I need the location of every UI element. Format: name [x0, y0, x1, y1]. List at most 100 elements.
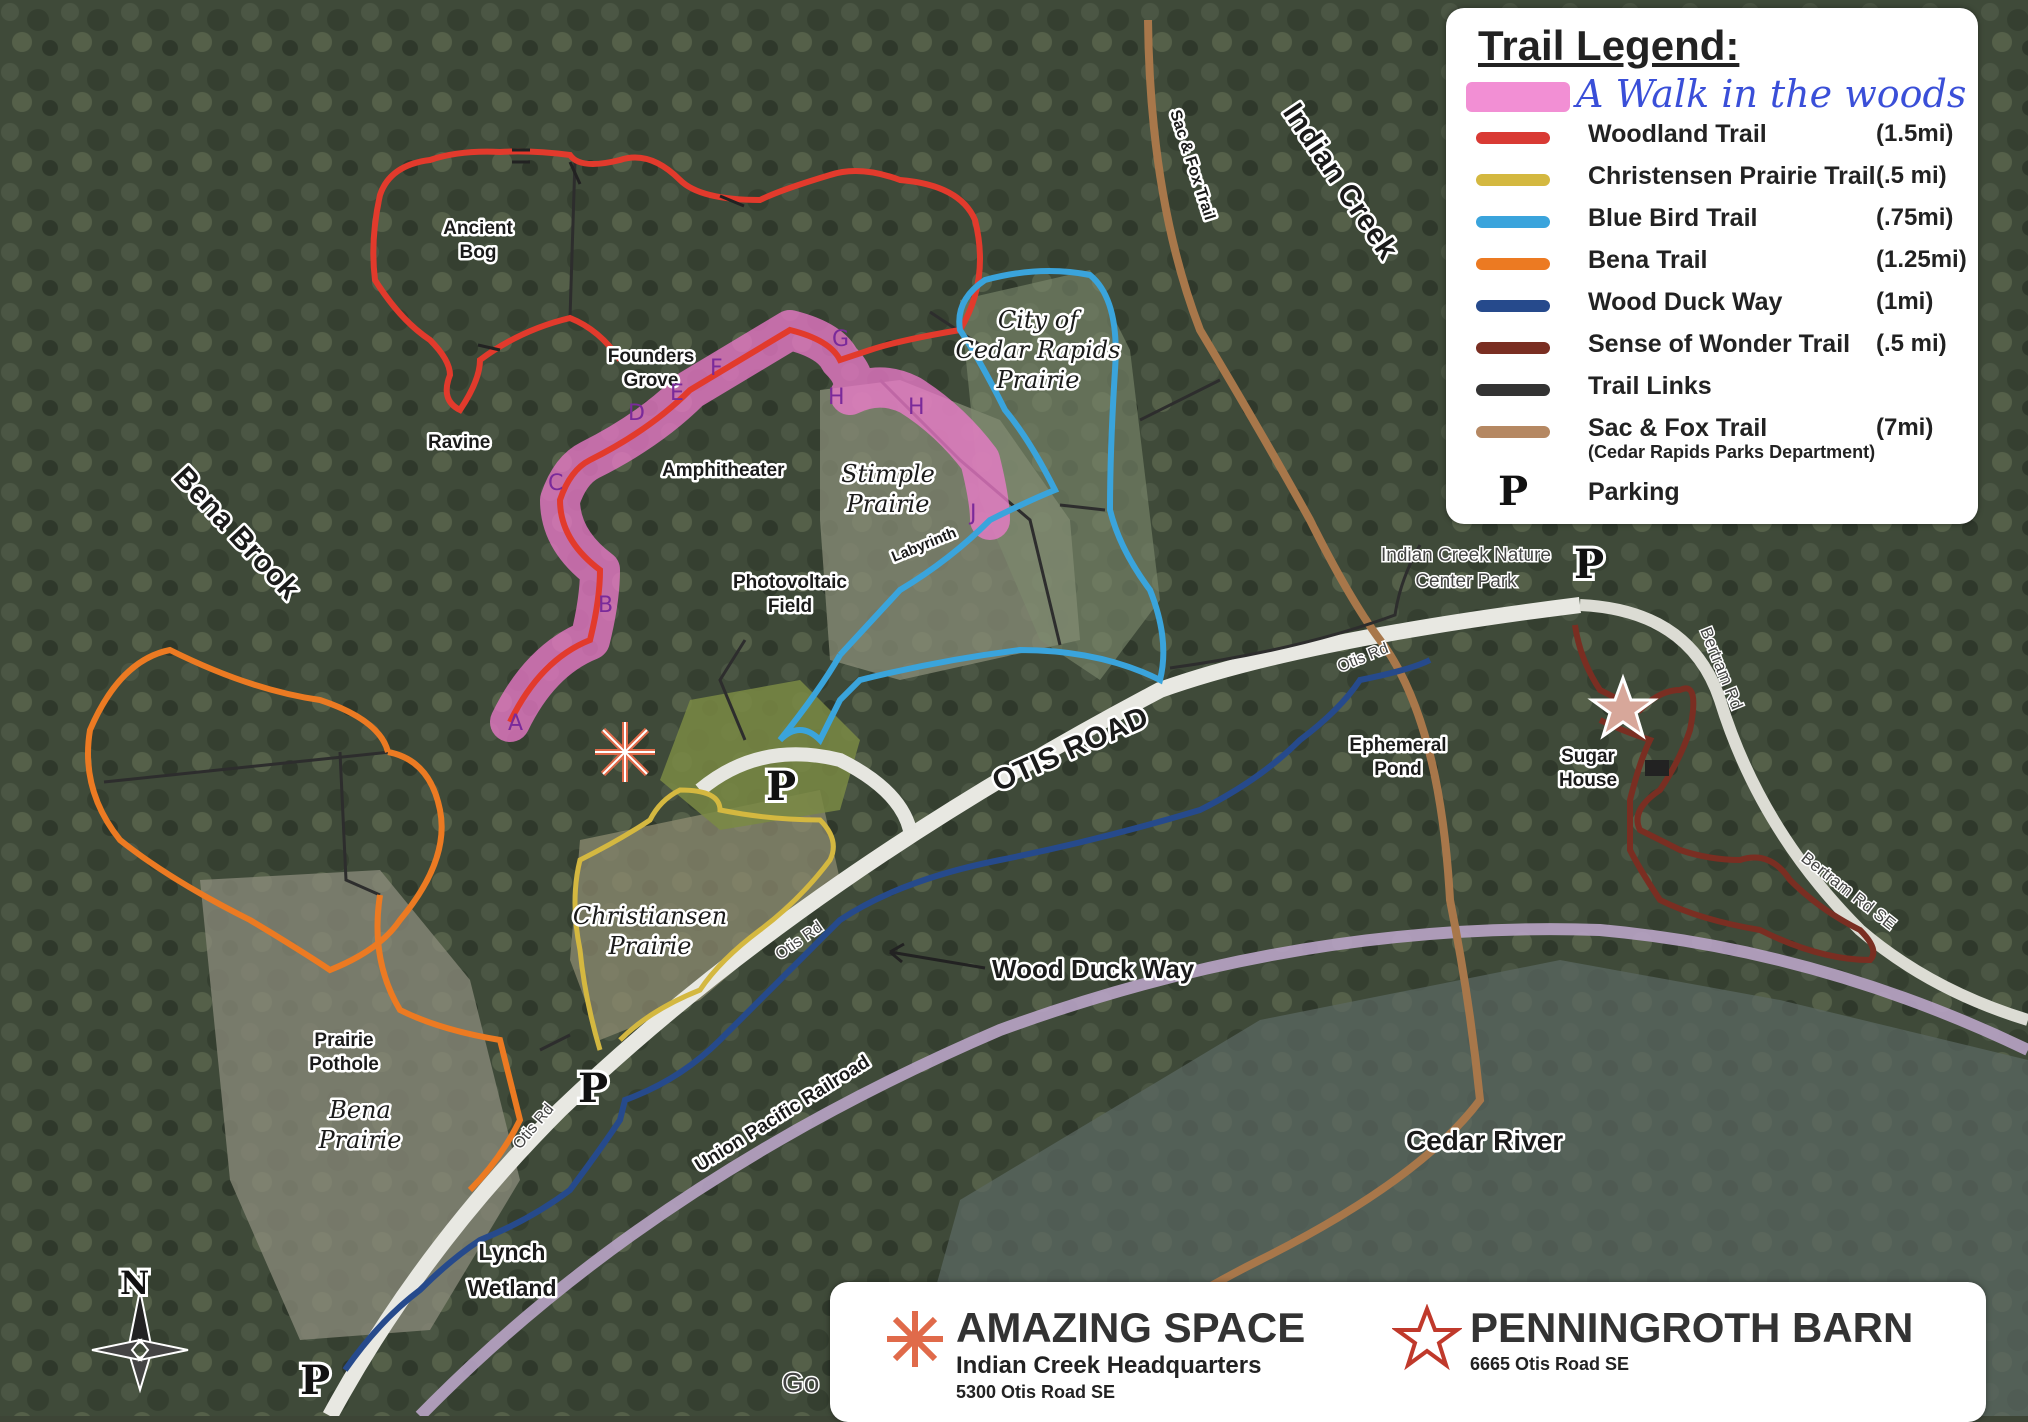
- legend-trail-name: Christensen Prairie Trail: [1588, 162, 1876, 190]
- walk-label: A Walk in the woods: [1576, 72, 1967, 116]
- trail-legend: Trail Legend: A Walk in the woods Woodla…: [1446, 8, 1978, 524]
- legend-row: Sense of Wonder Trail (.5 mi): [1476, 328, 1976, 368]
- legend-row: Wood Duck Way (1mi): [1476, 286, 1976, 326]
- parking-loop-road: [695, 747, 917, 832]
- christensen-trail-path: [572, 787, 836, 1051]
- penningroth-barn-icon: [1392, 1304, 1462, 1371]
- svg-text:H: H: [908, 395, 925, 420]
- legend-trail-name: Blue Bird Trail: [1588, 204, 1758, 232]
- legend-trail-distance: (1.25mi): [1876, 246, 1967, 273]
- legend-trail-name: Sense of Wonder Trail: [1588, 330, 1851, 358]
- ravine-label: Ravine: [428, 432, 490, 453]
- legend-trail-distance: (.5 mi): [1876, 330, 1947, 357]
- legend-swatch: [1476, 342, 1550, 354]
- north-label: N: [120, 1264, 149, 1302]
- wood-duck-way-path: [342, 657, 1432, 1372]
- amazing-space-address: 5300 Otis Road SE: [956, 1382, 1116, 1402]
- svg-text:B: B: [598, 593, 613, 618]
- penningroth-barn-map-icon: [1587, 673, 1659, 740]
- legend-swatch: [1476, 216, 1550, 228]
- parking-lynch: P: [300, 1357, 330, 1404]
- amphitheater-label: Amphitheater: [662, 460, 785, 481]
- wood-duck-way-label: Wood Duck Way: [992, 954, 1195, 984]
- walk-swatch: [1466, 82, 1570, 112]
- walk-markers: A B C D E F G H H J: [508, 327, 977, 736]
- woodland-trail-ticks: [477, 148, 745, 352]
- woodland-trail-path: [370, 148, 983, 724]
- amazing-space-map-icon: [595, 722, 655, 782]
- svg-text:A: A: [508, 711, 523, 736]
- svg-text:C: C: [548, 471, 563, 496]
- legend-row: Sac & Fox Trail (7mi): [1476, 412, 1976, 452]
- go-label: Go: [782, 1367, 819, 1398]
- city-prairie-area: [960, 270, 1160, 680]
- legend-title: Trail Legend:: [1478, 22, 1740, 69]
- otis-road: [322, 597, 1581, 1416]
- legend-trail-distance: (1.5mi): [1876, 120, 1954, 147]
- sac-fox-trail-path: [1037, 19, 1485, 1416]
- amazing-space-title: AMAZING SPACE: [956, 1304, 1306, 1351]
- christiansen-prairie-area: [570, 790, 840, 1040]
- amazing-space-subtitle: Indian Creek Headquarters: [956, 1352, 1262, 1379]
- svg-text:H: H: [828, 385, 845, 410]
- svg-text:G: G: [832, 327, 849, 352]
- parking-label: Parking: [1588, 478, 1680, 506]
- legend-row: Blue Bird Trail (.75mi): [1476, 202, 1976, 242]
- svg-text:J: J: [968, 501, 977, 526]
- legend-trail-distance: (.5 mi): [1876, 162, 1947, 189]
- locations-box: AMAZING SPACE Indian Creek Headquarters …: [830, 1282, 1986, 1422]
- union-pacific-railroad: [415, 923, 2028, 1416]
- svg-text:E: E: [670, 381, 684, 406]
- legend-swatch: [1476, 384, 1550, 396]
- cedar-river-label: Cedar River: [1406, 1125, 1563, 1156]
- penningroth-barn-address: 6665 Otis Road SE: [1470, 1354, 1630, 1374]
- legend-trail-name: Sac & Fox Trail: [1588, 414, 1768, 442]
- penningroth-barn-title: PENNINGROTH BARN: [1470, 1304, 1914, 1351]
- legend-swatch: [1476, 300, 1550, 312]
- parking-symbol: P: [1498, 468, 1529, 515]
- sac-fox-note: (Cedar Rapids Parks Department): [1588, 442, 1876, 462]
- wood-duck-way-arrow: [889, 942, 986, 970]
- legend-trail-distance: (1mi): [1876, 288, 1934, 315]
- legend-row: Bena Trail (1.25mi): [1476, 244, 1976, 284]
- north-arrow-icon: [91, 1289, 189, 1394]
- legend-trail-name: Trail Links: [1588, 372, 1712, 400]
- legend-swatch: [1476, 174, 1550, 186]
- legend-trail-distance: (7mi): [1876, 414, 1934, 441]
- sense-of-wonder-trail-path: [1572, 624, 1877, 964]
- amazing-space-icon: [887, 1311, 943, 1367]
- trail-links: [103, 159, 1422, 1052]
- blue-bird-trail-path: [777, 268, 1167, 746]
- parking-nature-center: P: [1574, 541, 1604, 588]
- legend-swatch: [1476, 258, 1550, 270]
- parking-bena: P: [578, 1065, 608, 1112]
- legend-trail-distance: (.75mi): [1876, 204, 1954, 231]
- legend-row: Trail Links: [1476, 370, 1976, 410]
- bena-trail-path: [85, 646, 524, 1193]
- legend-row: Christensen Prairie Trail(.5 mi): [1476, 160, 1976, 200]
- legend-row: Woodland Trail (1.5mi): [1476, 118, 1976, 158]
- bertram-road: [1579, 599, 2028, 1026]
- sugar-house-building: [1645, 760, 1669, 776]
- legend-trail-name: Bena Trail: [1588, 246, 1708, 274]
- legend-swatch: [1476, 426, 1550, 438]
- legend-trail-name: Wood Duck Way: [1588, 288, 1783, 316]
- legend-trail-name: Woodland Trail: [1588, 120, 1767, 148]
- bena-prairie-area: [200, 870, 520, 1340]
- legend-swatch: [1476, 132, 1550, 144]
- parking-hq: P: [766, 763, 796, 810]
- svg-text:D: D: [628, 401, 645, 426]
- svg-text:F: F: [710, 356, 723, 381]
